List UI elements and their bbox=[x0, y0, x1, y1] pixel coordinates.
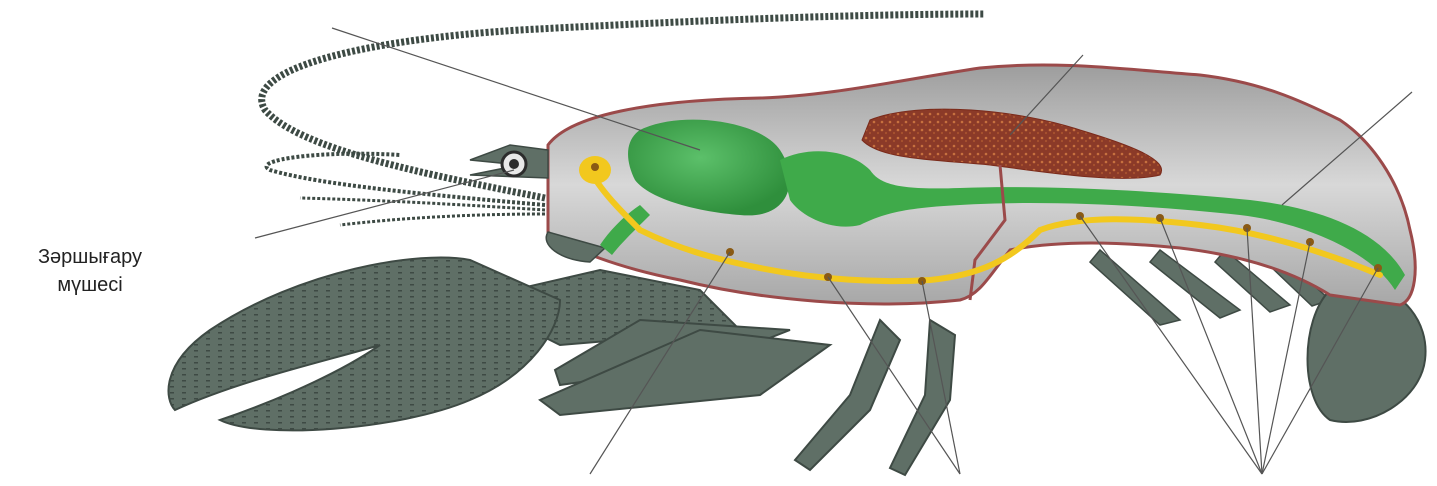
nerve-ganglion-dot-icon bbox=[591, 163, 599, 171]
excretory-organ-label-line2: мүшесі bbox=[0, 271, 180, 299]
excretory-organ-label-line1: Зәршығару bbox=[0, 243, 180, 271]
leader-line-stomach bbox=[332, 28, 700, 150]
tail-fan bbox=[1308, 285, 1426, 422]
excretory-organ-label: Зәршығару мүшесі bbox=[0, 243, 180, 299]
leader-line-excretory bbox=[255, 170, 514, 238]
antennule-2 bbox=[340, 214, 545, 225]
claw bbox=[168, 258, 560, 431]
